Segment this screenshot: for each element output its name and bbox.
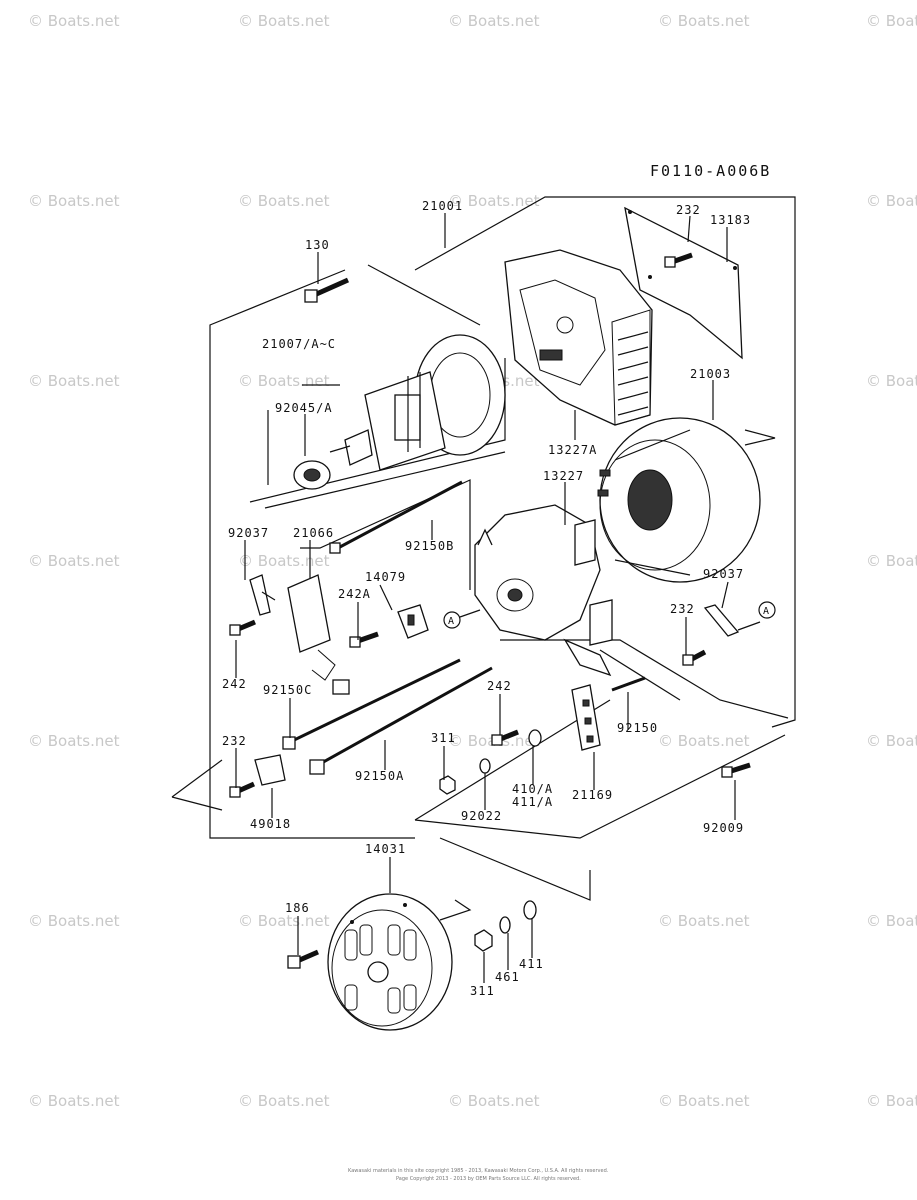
callout-14031: 14031 — [365, 842, 406, 856]
callout-13183: 13183 — [710, 213, 751, 227]
watermark: © Boats.net — [28, 912, 120, 930]
callout-92009: 92009 — [703, 821, 744, 835]
footer-page-copyright: Page Copyright 2013 - 2013 by OEM Parts … — [396, 1176, 581, 1182]
callout-411A: 411/A — [512, 795, 553, 809]
watermark: © Boats.net — [866, 1092, 917, 1110]
callout-92037: 92037 — [228, 526, 269, 540]
callout-92150C: 92150C — [263, 683, 312, 697]
part-13183-cover — [624, 206, 743, 360]
callout-92150A: 92150A — [355, 769, 404, 783]
callout-410: 410/A — [512, 782, 553, 796]
watermark: © Boats.net — [28, 1092, 120, 1110]
callout-232: 232 — [676, 203, 701, 217]
part-14079-brush-holder — [397, 604, 429, 639]
callout-92022: 92022 — [461, 809, 502, 823]
watermark: © Boats.net — [448, 1092, 540, 1110]
callout-92150B: 92150B — [405, 539, 454, 553]
part-92045-bearing — [293, 460, 331, 490]
callout-461: 461 — [495, 970, 520, 984]
watermark: © Boats.net — [238, 12, 330, 30]
watermark: © Boats.net — [448, 192, 540, 210]
reference-circle-right: A — [758, 601, 776, 619]
ref-label: A — [763, 606, 770, 617]
watermark: © Boats.net — [866, 732, 917, 750]
washers-nuts — [439, 729, 542, 952]
watermark: © Boats.net — [238, 1092, 330, 1110]
callout-186: 186 — [285, 901, 310, 915]
callout-242A: 242A — [338, 587, 371, 601]
part-92037-clip-left — [249, 574, 276, 616]
callout-21003: 21003 — [690, 367, 731, 381]
part-92037-clip-right — [703, 604, 761, 637]
watermark: © Boats.net — [238, 912, 330, 930]
watermark: © Boats.net — [238, 372, 330, 390]
callout-242: 242 — [222, 677, 247, 691]
watermark: © Boats.net — [448, 12, 540, 30]
watermark: © Boats.net — [658, 912, 750, 930]
watermark: © Boats.net — [866, 192, 917, 210]
watermark: © Boats.net — [866, 372, 917, 390]
callout-130: 130 — [305, 238, 330, 252]
part-21066-regulator — [287, 574, 350, 695]
callout-311: 311 — [431, 731, 456, 745]
callout-21007: 21007/A~C — [262, 337, 336, 351]
callout-242: 242 — [487, 679, 512, 693]
callout-92037: 92037 — [703, 567, 744, 581]
callout-92045: 92045/A — [275, 401, 333, 415]
ref-label: A — [448, 616, 455, 627]
callout-232: 232 — [670, 602, 695, 616]
callout-13227A: 13227A — [548, 443, 597, 457]
callout-labels: 21001 232 13183 130 21007/A~C 92045/A 21… — [222, 199, 751, 998]
watermark: © Boats.net — [28, 732, 120, 750]
part-21003-stator — [597, 417, 761, 583]
watermark: © Boats.net — [28, 372, 120, 390]
bolts-through — [282, 480, 646, 775]
watermark: © Boats.net — [28, 552, 120, 570]
reference-circle-left: A — [443, 609, 481, 629]
part-21169-terminal — [571, 684, 601, 751]
callout-49018: 49018 — [250, 817, 291, 831]
part-21007-rotor — [329, 334, 506, 471]
watermark: © Boats.net — [238, 552, 330, 570]
callout-14079: 14079 — [365, 570, 406, 584]
watermark: © Boats.net — [238, 192, 330, 210]
part-49018-bracket — [254, 754, 286, 786]
watermark: © Boats.net — [658, 732, 750, 750]
watermark: © Boats.net — [866, 912, 917, 930]
watermark: © Boats.net — [658, 1092, 750, 1110]
leader-lines — [235, 213, 736, 983]
callout-21001: 21001 — [422, 199, 463, 213]
part-14031-end-cover — [327, 893, 453, 1031]
watermark: © Boats.net — [658, 12, 750, 30]
diagram-code: F0110-A006B — [650, 162, 771, 180]
watermark: © Boats.net — [28, 192, 120, 210]
footer-copyright: Kawasaki materials in this site copyrigh… — [348, 1168, 609, 1174]
footer: Kawasaki materials in this site copyrigh… — [348, 1168, 609, 1182]
callout-411: 411 — [519, 957, 544, 971]
watermark: © Boats.net — [866, 12, 917, 30]
bolts-small — [229, 252, 751, 969]
callout-13227: 13227 — [543, 469, 584, 483]
callout-92150: 92150 — [617, 721, 658, 735]
callout-232: 232 — [222, 734, 247, 748]
watermark: © Boats.net — [866, 552, 917, 570]
part-13227-bracket — [474, 504, 613, 677]
callout-21066: 21066 — [293, 526, 334, 540]
watermark: © Boats.net — [28, 12, 120, 30]
watermark-layer: © Boats.net © Boats.net © Boats.net © Bo… — [28, 12, 917, 1110]
callout-311: 311 — [470, 984, 495, 998]
callout-21169: 21169 — [572, 788, 613, 802]
part-21001-housing — [504, 249, 653, 426]
